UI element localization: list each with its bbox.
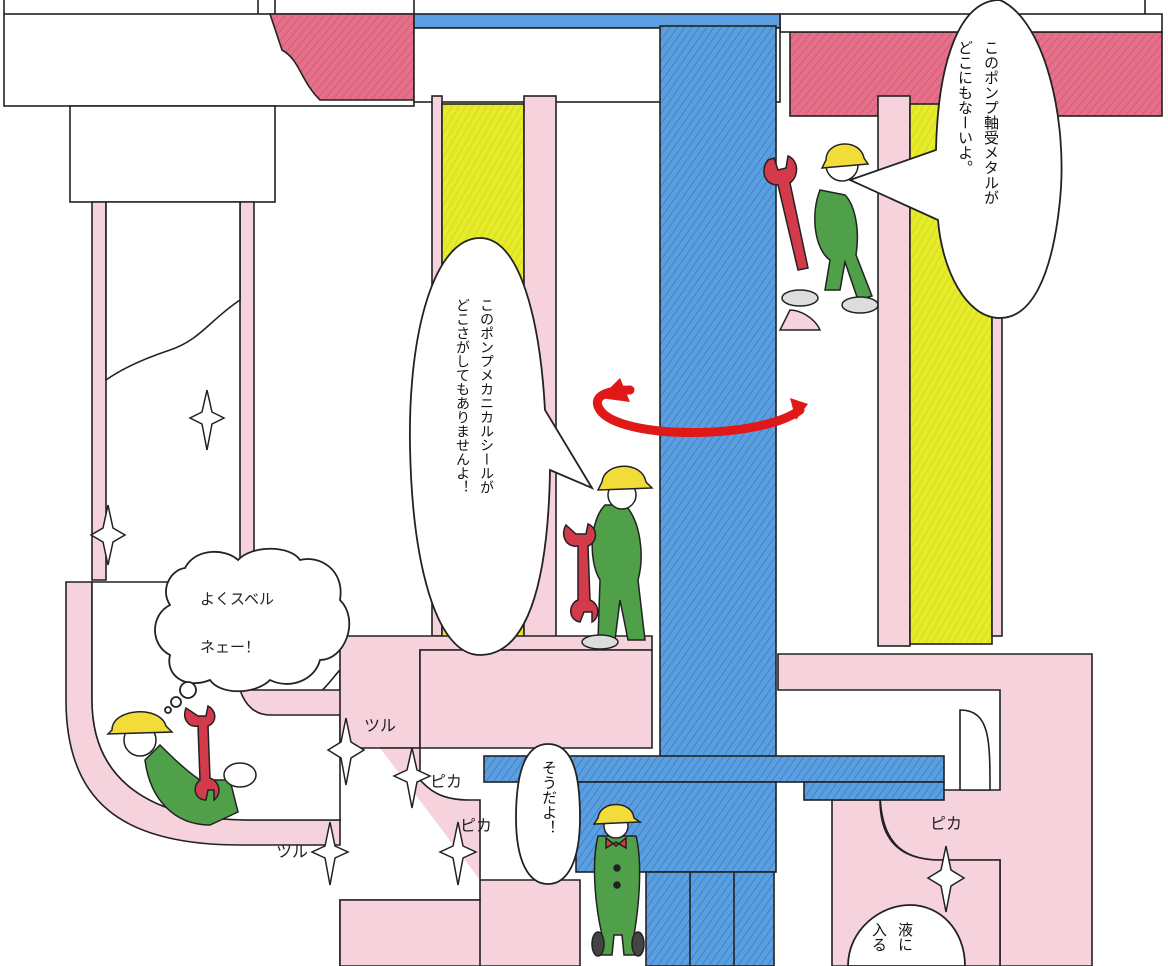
bubble-bottom-partial-text: 液に 入る [870,922,914,952]
sfx-tsuru-2: ツル [276,842,309,861]
bubble-middle-text: このポンプメカニカルシールが どこさがしてもありませんよ！ [454,298,494,494]
sparkle-icon [392,747,432,809]
worker-top [763,143,879,331]
sparkle-icon [89,504,127,566]
suction-pipe [65,201,381,846]
lower-casing [339,635,1093,966]
sfx-pika-3: ピカ [930,814,963,833]
sparkle-icon [310,821,350,886]
sparkle-icon [188,389,226,451]
sparkle-icon [438,821,478,886]
sfx-tsuru-1: ツル [364,716,397,735]
thought-dot [164,706,172,714]
worker-bottom [591,803,645,957]
bubble-top-right [847,0,1063,319]
bubble-middle [409,237,595,656]
bubble-small-text: そうだよ！ [540,760,558,835]
bubble-top-right-text: このポンプ軸受メタルが どこにもなーいよ。 [956,40,1000,205]
sparkle-icon [326,717,366,786]
thought-dot [179,681,197,699]
sfx-pika-2: ピカ [460,816,493,835]
wrench-icon [562,522,599,624]
worker-middle [562,465,654,650]
rotation-arrow [593,378,808,437]
thought-dot [170,696,182,708]
wrench-icon [763,154,809,271]
pump-shaft [659,25,777,767]
sfx-pika-1: ピカ [430,772,463,791]
upper-casing-left [3,0,415,203]
bubble-small [515,743,581,885]
thought-text-line2: ネェー！ [200,638,261,656]
bubble-thought [154,547,351,693]
wrench-icon [184,704,220,802]
worker-sliding [106,704,257,826]
thought-text-line1: よくスベル [200,590,274,608]
bubble-bottom-partial [847,904,966,966]
sparkle-icon [926,845,966,913]
sparkle-icons [89,389,966,913]
speech-bubbles [154,0,1063,966]
